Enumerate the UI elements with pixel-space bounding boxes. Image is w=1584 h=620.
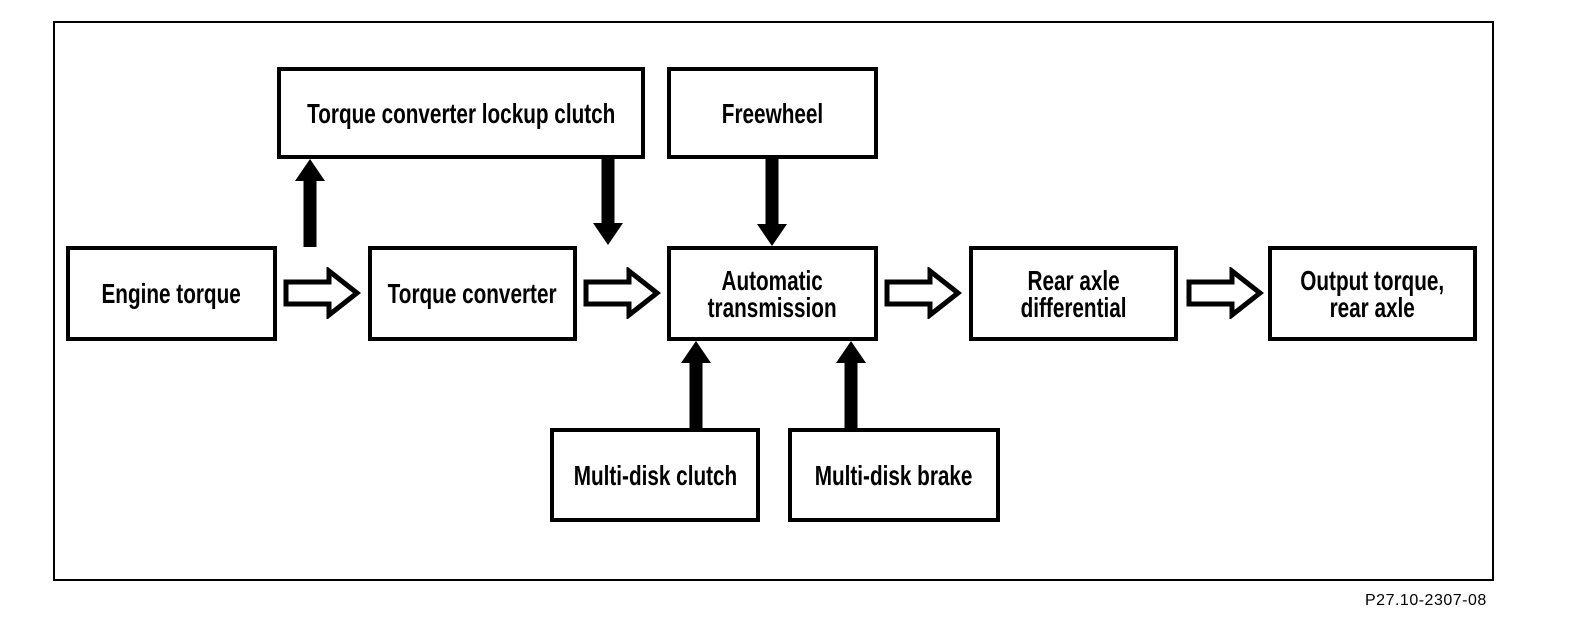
label-automatic-transmission: Automatic transmission [708,264,837,323]
label-multi-disk-clutch: Multi-disk clutch [573,459,737,491]
box-freewheel: Freewheel [667,67,878,159]
label-output-torque-rear-axle: Output torque, rear axle [1300,264,1445,323]
hollow-right-arrow-transmission-to-differential [884,267,962,319]
label-multi-disk-brake: Multi-disk brake [815,459,973,491]
hollow-right-arrow-differential-to-output [1186,267,1264,319]
box-multi-disk-clutch: Multi-disk clutch [550,428,760,522]
box-torque-converter-lockup-clutch: Torque converter lockup clutch [277,67,645,159]
label-freewheel: Freewheel [721,97,824,129]
figure-number-caption: P27.10-2307-08 [1365,592,1487,609]
solid-up-arrow-to-lockup-clutch [295,159,325,247]
solid-up-arrow-from-multi-disk-brake [836,341,866,429]
box-torque-converter: Torque converter [368,246,577,341]
solid-up-arrow-from-multi-disk-clutch [681,341,711,429]
box-engine-torque: Engine torque [66,246,277,341]
label-torque-converter: Torque converter [388,278,557,309]
box-output-torque-rear-axle: Output torque, rear axle [1268,246,1477,341]
box-multi-disk-brake: Multi-disk brake [788,428,1000,522]
box-automatic-transmission: Automatic transmission [667,246,878,341]
label-torque-converter-lockup-clutch: Torque converter lockup clutch [306,97,616,129]
solid-down-arrow-from-lockup-clutch [593,157,623,245]
hollow-right-arrow-converter-to-transmission [583,267,661,319]
label-rear-axle-differential: Rear axle differential [1020,264,1127,323]
solid-down-arrow-from-freewheel [757,158,787,246]
box-rear-axle-differential: Rear axle differential [969,246,1178,341]
hollow-right-arrow-engine-to-converter [283,267,361,319]
label-engine-torque: Engine torque [101,278,242,309]
